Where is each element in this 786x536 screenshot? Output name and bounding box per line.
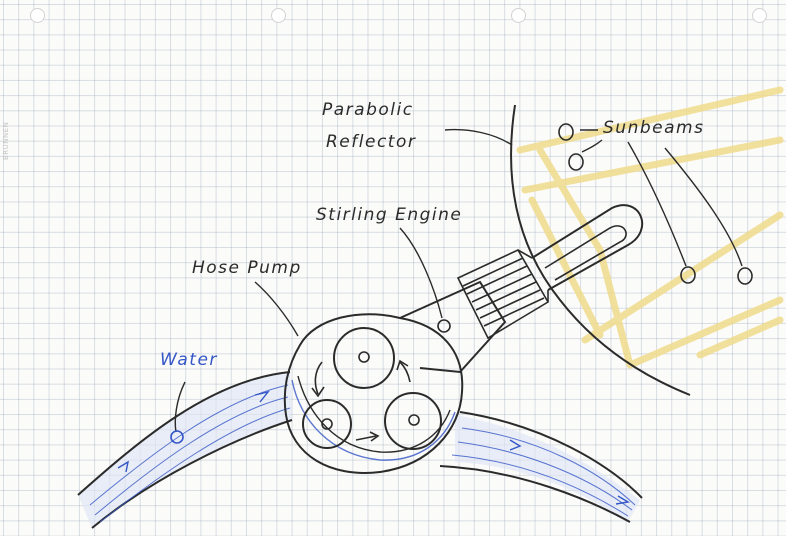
binder-hole — [271, 8, 286, 23]
label-sunbeams: Sunbeams — [603, 118, 705, 138]
hose-pump-housing — [283, 313, 464, 474]
water-marker — [170, 430, 184, 444]
engine-cooling-fins — [456, 248, 550, 340]
label-parabolic: Parabolic — [322, 100, 414, 120]
sunbeams-rays — [516, 86, 784, 369]
label-reflector: Reflector — [326, 132, 417, 152]
stirling-engine-body — [399, 280, 507, 374]
label-stirling-engine: Stirling Engine — [316, 205, 463, 225]
binder-hole — [30, 8, 45, 23]
label-markers — [558, 123, 753, 285]
label-leader-lines — [174, 128, 743, 433]
binder-hole — [752, 8, 767, 23]
binder-hole — [511, 8, 526, 23]
label-hose-pump: Hose Pump — [192, 258, 302, 278]
engine-heater-loop — [531, 204, 644, 291]
water-hose-left — [77, 371, 293, 529]
rotation-arrows — [311, 359, 411, 442]
parabolic-reflector-curve — [510, 104, 691, 396]
stirling-engine-marker — [437, 319, 451, 333]
water-hose-right — [439, 411, 643, 523]
label-water: Water — [160, 350, 218, 370]
pump-rollers — [302, 327, 442, 450]
